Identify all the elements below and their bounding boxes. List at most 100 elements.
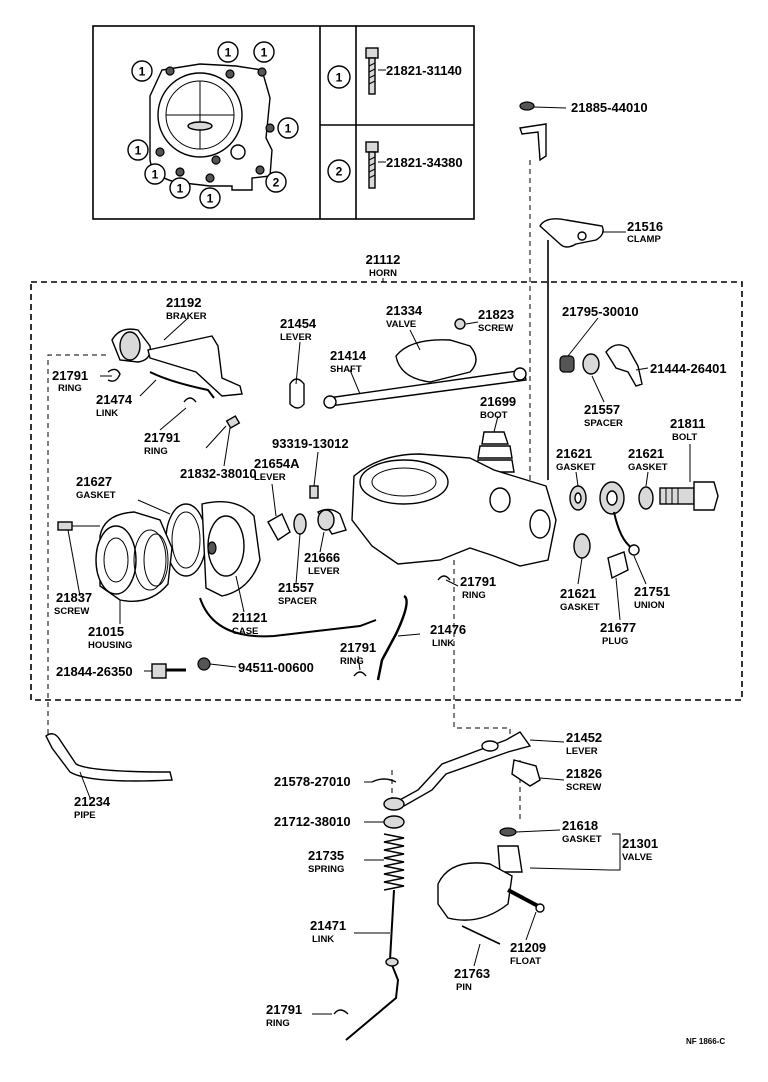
part-name: VALVE bbox=[622, 852, 652, 863]
screw-icon bbox=[365, 47, 386, 95]
part-number: 21712-38010 bbox=[274, 814, 351, 829]
part-number: 21699 bbox=[480, 394, 516, 409]
part-name: PIN bbox=[456, 982, 472, 993]
part-number: 21795-30010 bbox=[562, 304, 639, 319]
part-number: 21677 bbox=[600, 620, 636, 635]
part-name: BOOT bbox=[480, 410, 508, 421]
row-key: 2 bbox=[336, 165, 343, 179]
row-part: 21821-31140 bbox=[386, 63, 462, 78]
part-name: HOUSING bbox=[88, 640, 132, 651]
part-number: 21474 bbox=[96, 392, 133, 407]
part-number: 21791 bbox=[144, 430, 180, 445]
part-name: SCREW bbox=[478, 323, 513, 334]
part-number: 21791 bbox=[460, 574, 496, 589]
part-name: SCREW bbox=[566, 782, 601, 793]
table-row: 2 21821-34380 bbox=[327, 141, 463, 189]
part-name: GASKET bbox=[560, 602, 600, 613]
part-number: 21618 bbox=[562, 818, 598, 833]
part-name: GASKET bbox=[562, 834, 602, 845]
marker-1: 1 bbox=[207, 192, 214, 206]
marker-1: 1 bbox=[135, 144, 142, 158]
part-number: 21414 bbox=[330, 348, 367, 363]
part-number: 21454 bbox=[280, 316, 317, 331]
horn-group-boundary: 21112 HORN bbox=[30, 252, 743, 701]
part-name: RING bbox=[58, 383, 82, 394]
part-name: SPACER bbox=[584, 418, 623, 429]
part-number: 21666 bbox=[304, 550, 340, 565]
marker-1: 1 bbox=[225, 46, 232, 60]
part-number: 21301 bbox=[622, 836, 658, 851]
part-name: RING bbox=[144, 446, 168, 457]
part-name: VALVE bbox=[386, 319, 416, 330]
part-number: 21209 bbox=[510, 940, 546, 955]
part-name: LEVER bbox=[566, 746, 598, 757]
part-number: 21444-26401 bbox=[650, 361, 727, 376]
plate-markers: 1 1 1 1 1 1 1 1 2 bbox=[127, 41, 299, 209]
part-number: 21823 bbox=[478, 307, 514, 322]
marker-1: 1 bbox=[261, 46, 268, 60]
part-name: GASKET bbox=[628, 462, 668, 473]
group-name: HORN bbox=[369, 268, 397, 279]
part-name: LEVER bbox=[308, 566, 340, 577]
table-row: 1 21821-31140 bbox=[327, 47, 462, 95]
part-number: 21811 bbox=[670, 416, 705, 431]
diagram-code: NF 1866-C bbox=[686, 1037, 725, 1046]
carburetor-top-plate bbox=[149, 63, 275, 191]
part-name: FLOAT bbox=[510, 956, 541, 967]
part-name: RING bbox=[340, 656, 364, 667]
part-number: 93319-13012 bbox=[272, 436, 349, 451]
part-name: GASKET bbox=[76, 490, 116, 501]
part-name: LEVER bbox=[280, 332, 312, 343]
part-name: SPRING bbox=[308, 864, 344, 875]
part-number: 21621 bbox=[560, 586, 596, 601]
part-number: 21791 bbox=[52, 368, 88, 383]
row-key: 1 bbox=[336, 71, 343, 85]
part-number: 21516 bbox=[627, 219, 663, 234]
part-number: 21654A bbox=[254, 456, 300, 471]
marker-1: 1 bbox=[139, 65, 146, 79]
part-labels: 21885-44010 21516 CLAMP 21192 BRAKER 214… bbox=[52, 100, 727, 1046]
part-name: BRAKER bbox=[166, 311, 207, 322]
marker-1: 1 bbox=[285, 122, 292, 136]
marker-1: 1 bbox=[152, 168, 159, 182]
part-number: 21832-38010 bbox=[180, 466, 257, 481]
row-part: 21821-34380 bbox=[386, 155, 463, 170]
part-number: 21837 bbox=[56, 590, 92, 605]
part-number: 21578-27010 bbox=[274, 774, 351, 789]
part-name: CASE bbox=[232, 626, 258, 637]
part-name: LINK bbox=[312, 934, 334, 945]
part-number: 21627 bbox=[76, 474, 112, 489]
marker-1: 1 bbox=[177, 182, 184, 196]
part-number: 21621 bbox=[556, 446, 592, 461]
part-number: 21791 bbox=[266, 1002, 302, 1017]
part-name: RING bbox=[462, 590, 486, 601]
part-number: 21621 bbox=[628, 446, 664, 461]
part-name: CLAMP bbox=[627, 234, 661, 245]
part-number: 21791 bbox=[340, 640, 376, 655]
part-number: 21452 bbox=[566, 730, 602, 745]
leader-lines bbox=[67, 106, 691, 1015]
part-number: 21234 bbox=[74, 794, 111, 809]
part-illustrations bbox=[45, 101, 719, 1041]
screw-location-table: 1 1 1 1 1 1 1 1 2 1 bbox=[92, 25, 475, 220]
screw-icon bbox=[365, 141, 386, 189]
part-number: 21885-44010 bbox=[571, 100, 648, 115]
part-number: 21192 bbox=[166, 295, 201, 310]
part-number: 21471 bbox=[310, 918, 346, 933]
part-name: UNION bbox=[634, 600, 665, 611]
part-name: GASKET bbox=[556, 462, 596, 473]
part-number: 21015 bbox=[88, 624, 124, 639]
part-name: LINK bbox=[96, 408, 118, 419]
part-number: 94511-00600 bbox=[238, 660, 314, 675]
part-name: PIPE bbox=[74, 810, 96, 821]
part-number: 21751 bbox=[634, 584, 670, 599]
part-number: 21121 bbox=[232, 610, 267, 625]
part-name: PLUG bbox=[602, 636, 628, 647]
group-number: 21112 bbox=[366, 252, 401, 267]
part-number: 21735 bbox=[308, 848, 344, 863]
part-name: LINK bbox=[432, 638, 454, 649]
part-name: RING bbox=[266, 1018, 290, 1029]
part-number: 21763 bbox=[454, 966, 490, 981]
part-name: SCREW bbox=[54, 606, 89, 617]
part-number: 21476 bbox=[430, 622, 466, 637]
